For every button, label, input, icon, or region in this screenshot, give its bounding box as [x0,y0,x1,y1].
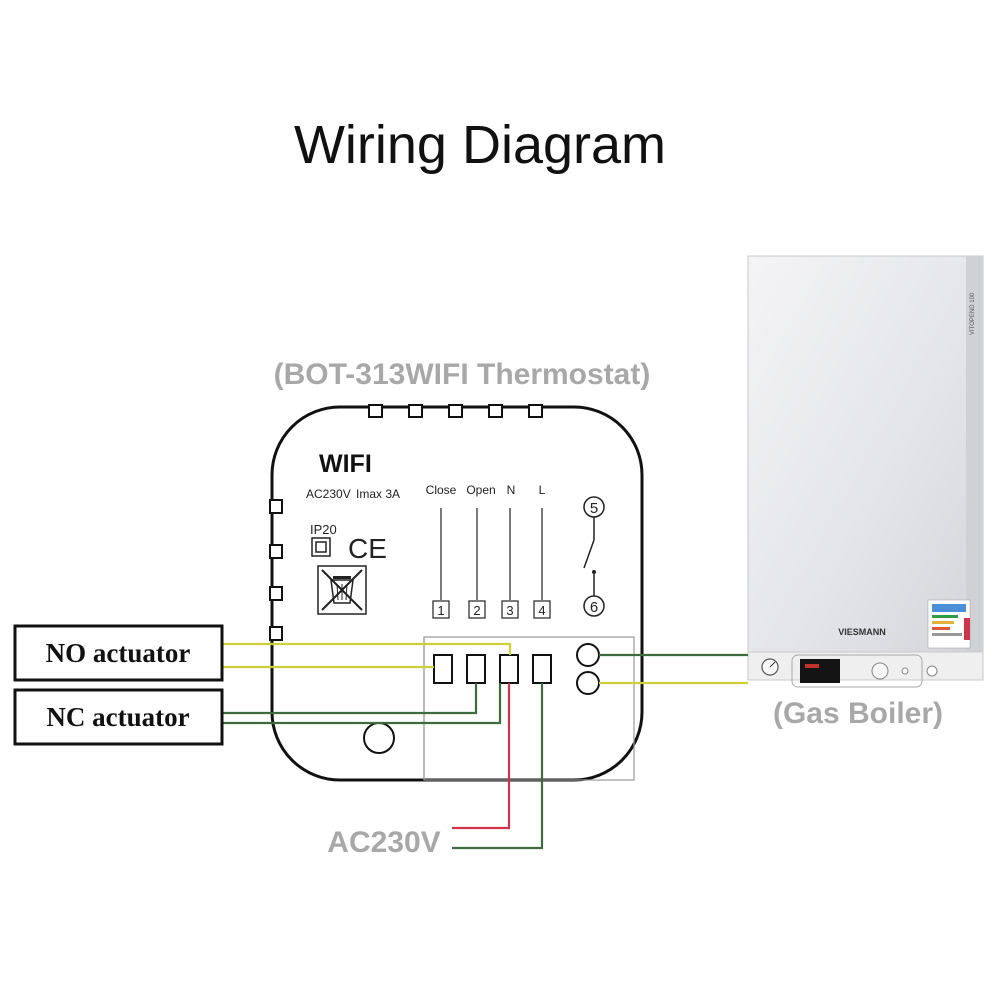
screw-terminal-2 [466,654,486,684]
nc-actuator-label: NC actuator [46,702,189,732]
terminal-header-open: Open [466,483,495,497]
thermostat-caption: (BOT-313WIFI Thermostat) [274,358,651,391]
weee-bin-icon [317,565,367,615]
boiler-button [901,667,909,675]
terminal-number-box [533,600,551,619]
ce-mark: CE [348,533,387,564]
no-actuator-label: NO actuator [46,638,191,668]
ip-rating: IP20 [310,522,337,537]
relay-number-5: 5 [590,500,598,517]
boiler-caption: (Gas Boiler) [773,697,943,730]
mount-tab [528,404,543,418]
screw-terminal-5 [576,643,600,667]
diagram-title: Wiring Diagram [294,115,666,175]
rating-voltage: AC230V [306,487,351,501]
mount-tab [368,404,383,418]
rating-current: Imax 3A [356,487,400,501]
terminal-number-4: 4 [538,603,545,618]
wires [222,642,748,850]
screw-terminal-4 [532,654,552,684]
relay-switch-icon [583,517,596,596]
mount-tab [269,586,283,601]
double-insulation-icon [311,537,331,557]
terminal-number-box [501,600,519,619]
boiler-button [926,665,938,677]
terminal-number-box [432,600,450,619]
boiler-knob [871,662,889,680]
mount-tab [269,544,283,559]
screw-terminal-6 [576,671,600,695]
boiler-sticker [927,599,971,649]
wifi-label: WIFI [319,450,372,478]
boiler-control-bezel [791,654,923,688]
mount-tab [269,626,283,641]
boiler-display [800,659,840,683]
relay-number-6: 6 [590,599,598,616]
terminal-header-l: L [539,483,546,497]
wire-no-yellow [222,642,512,655]
mount-tab [408,404,423,418]
wire-ac-green [452,683,544,850]
mounting-hole [363,722,395,754]
boiler-brand: VIESMANN [838,627,886,637]
mount-tab [269,499,283,514]
power-label: AC230V [327,826,440,859]
wire-nc-green [222,683,502,725]
terminal-number-2: 2 [473,603,480,618]
boiler-control-panel [747,651,984,681]
terminal-number-3: 3 [506,603,513,618]
terminal-number-box [468,600,486,619]
mount-tab [488,404,503,418]
boiler-model-text: VITOPEND 100 [970,292,976,335]
screw-terminal-1 [433,654,453,684]
boiler-side-panel [966,256,983,680]
wire-ac-red [452,683,511,830]
wire-nc-green [222,683,478,715]
terminal-header-n: N [507,483,516,497]
gas-boiler: VITOPEND 100 VIESMANN [747,255,984,688]
terminal-number-1: 1 [437,603,444,618]
terminal-header-close: Close [426,483,457,497]
screw-terminal-3 [499,654,519,684]
nc-actuator-box: NC actuator [13,688,224,746]
mount-tab [448,404,463,418]
no-actuator-box: NO actuator [13,624,224,682]
